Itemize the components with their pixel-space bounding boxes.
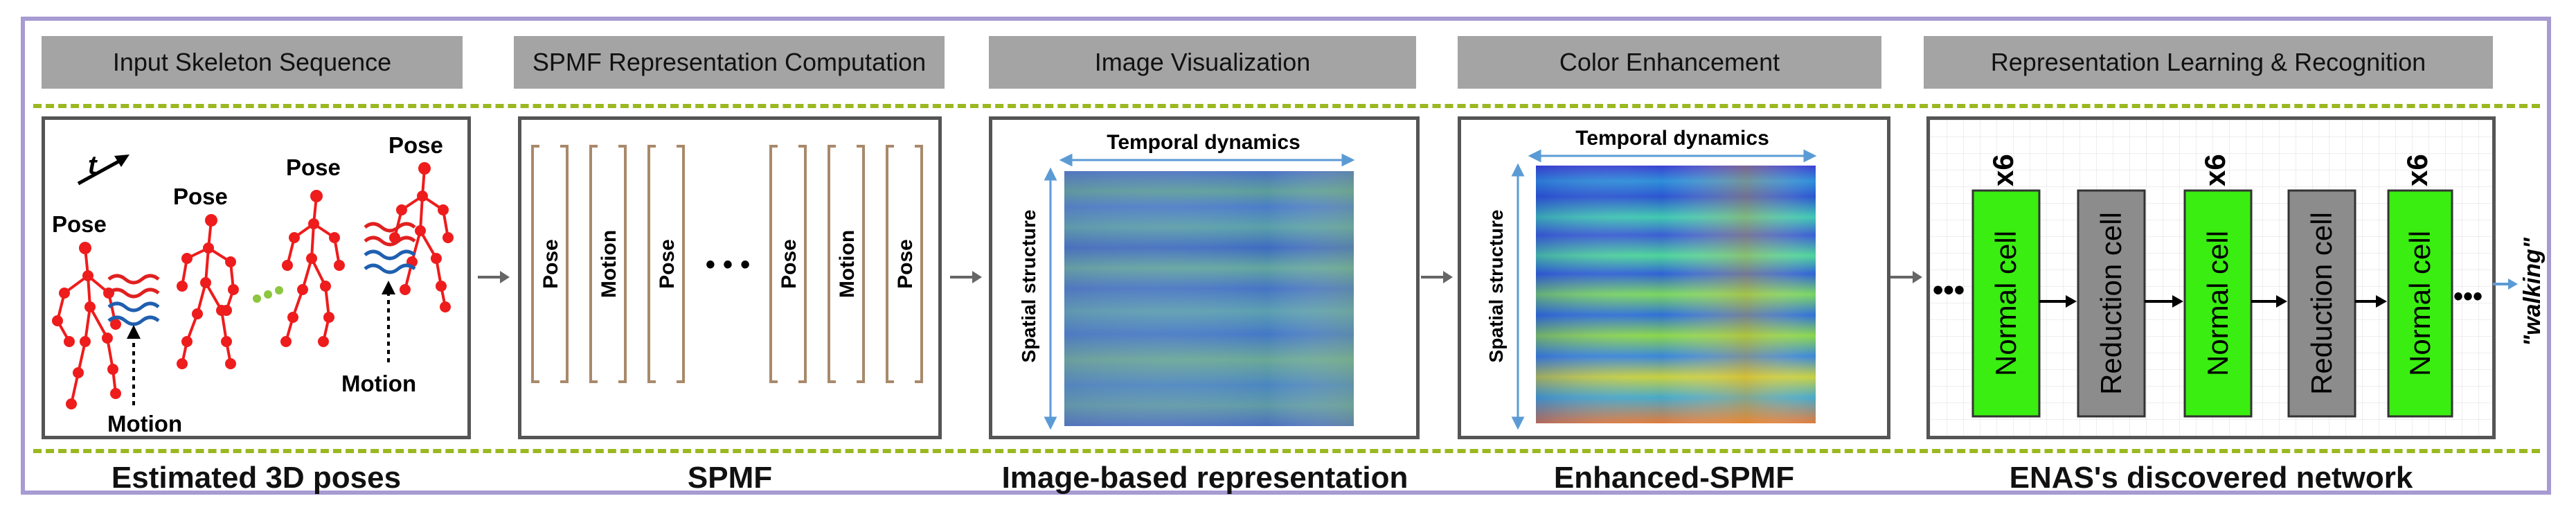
header-spmf-computation: SPMF Representation Computation [514,36,945,89]
spmf-block-2: Motion [589,145,627,383]
motion-label-2: Motion [341,371,416,396]
spmf-block-5: Motion [828,145,865,383]
motion-arrow-icon-1 [127,325,141,405]
svg-text:Pose: Pose [656,239,679,289]
spmf-block-3: Pose [647,145,685,383]
reduction-cell-2: Reduction cell [2287,189,2356,418]
flow-arrow-icon-2 [949,267,983,291]
spmf-block-4: Pose [769,145,807,383]
caption-spmf: SPMF [687,461,773,495]
svg-text:Normal cell: Normal cell [2201,231,2234,376]
skeleton-figure-2 [177,214,239,369]
color-enhancement-drawing: Temporal dynamics Spatial structure [1485,127,1817,430]
panel-network: ••• Normal cell x6 Reduction cell Normal… [1926,116,2496,439]
motion-wave-icon-2 [364,222,416,274]
output-label-container: "walking" [2519,237,2546,346]
header-image-visualization: Image Visualization [989,36,1416,89]
flow-arrow-icon-1 [476,267,511,291]
skeleton-drawing: t Pose Pose Pose Pose Motion Motion [52,132,454,436]
pose-label-4: Pose [388,132,443,158]
motion-wave-icon-1 [107,274,160,326]
normal-cell-3: Normal cell [2387,189,2453,418]
connector-arrow-icon-3 [2251,295,2287,308]
panel-color-enhancement: Temporal dynamics Spatial structure [1458,116,1890,439]
enhanced-spatial-label: Spatial structure [1485,210,1507,363]
network-dots-left: ••• [1933,273,1965,307]
output-arrow-icon [2493,276,2521,296]
caption-enhanced-spmf: Enhanced-SPMF [1553,461,1795,495]
output-label: "walking" [2519,237,2546,346]
reduction-cell-1: Reduction cell [2077,189,2146,418]
svg-text:Reduction cell: Reduction cell [2305,212,2338,395]
pose-label-1: Pose [52,211,107,237]
flow-arrow-icon-4 [1889,267,1924,291]
normal-cell-1: Normal cell [1971,189,2041,418]
spmf-ellipsis: • • • [706,249,750,280]
svg-text:Pose: Pose [539,239,562,289]
skeleton-figure-3 [280,190,345,347]
image-visualization-drawing: Temporal dynamics Spatial structure [1018,131,1355,430]
panel-image-visualization: Temporal dynamics Spatial structure [989,116,1420,439]
bottom-divider [33,449,2540,453]
network-dots-right: ••• [2453,281,2483,312]
skeleton-figure-4 [389,162,454,312]
panel-skeleton: t Pose Pose Pose Pose Motion Motion [42,116,471,439]
header-representation-learning: Representation Learning & Recognition [1924,36,2493,89]
svg-text:Normal cell: Normal cell [2404,231,2436,376]
repeat-label-1: x6 [1987,154,2019,186]
motion-arrow-icon-2 [382,281,395,362]
svg-text:Motion: Motion [598,230,620,298]
svg-text:Pose: Pose [894,239,917,289]
network-drawing: ••• Normal cell x6 Reduction cell Normal… [1930,120,2492,436]
normal-cell-2: Normal cell [2183,189,2253,418]
motion-label-1: Motion [107,411,182,436]
spatial-arrow-icon [1044,167,1057,430]
svg-text:Reduction cell: Reduction cell [2095,212,2127,395]
connector-arrow-icon-4 [2355,295,2387,308]
temporal-arrow-icon [1059,153,1355,167]
enhanced-temporal-arrow-icon [1528,149,1817,163]
spatial-structure-label: Spatial structure [1018,210,1039,363]
enhanced-spatial-arrow-icon [1511,163,1525,430]
pose-label-2: Pose [173,184,228,209]
time-arrow-icon [77,154,129,186]
flow-arrow-icon-3 [1420,267,1454,291]
caption-estimated-poses: Estimated 3D poses [111,461,402,495]
caption-enas-network: ENAS's discovered network [2009,461,2413,495]
spmf-block-6: Pose [886,145,923,383]
temporal-dynamics-label: Temporal dynamics [1107,131,1300,154]
repeat-label-2: x6 [2199,154,2231,186]
spmf-block-1: Pose [531,145,569,383]
svg-text:Pose: Pose [778,239,800,289]
connector-arrow-icon-2 [2145,295,2183,308]
enhanced-temporal-label: Temporal dynamics [1575,127,1769,150]
top-divider [33,104,2540,108]
spmf-drawing: Pose Motion Pose • • • Pose Motion Pose [531,145,923,383]
green-dots-icon [253,286,283,303]
panel-spmf: Pose Motion Pose • • • Pose Motion Pose [518,116,942,439]
header-input-skeleton: Input Skeleton Sequence [42,36,463,89]
pose-label-3: Pose [286,154,341,180]
connector-arrow-icon-1 [2039,295,2077,308]
svg-text:Normal cell: Normal cell [1989,231,2022,376]
repeat-label-3: x6 [2401,154,2433,186]
time-label: t [88,151,98,180]
caption-image-representation: Image-based representation [1001,461,1408,495]
header-color-enhancement: Color Enhancement [1458,36,1881,89]
svg-text:Motion: Motion [836,230,859,298]
skeleton-figure-1 [52,242,121,409]
